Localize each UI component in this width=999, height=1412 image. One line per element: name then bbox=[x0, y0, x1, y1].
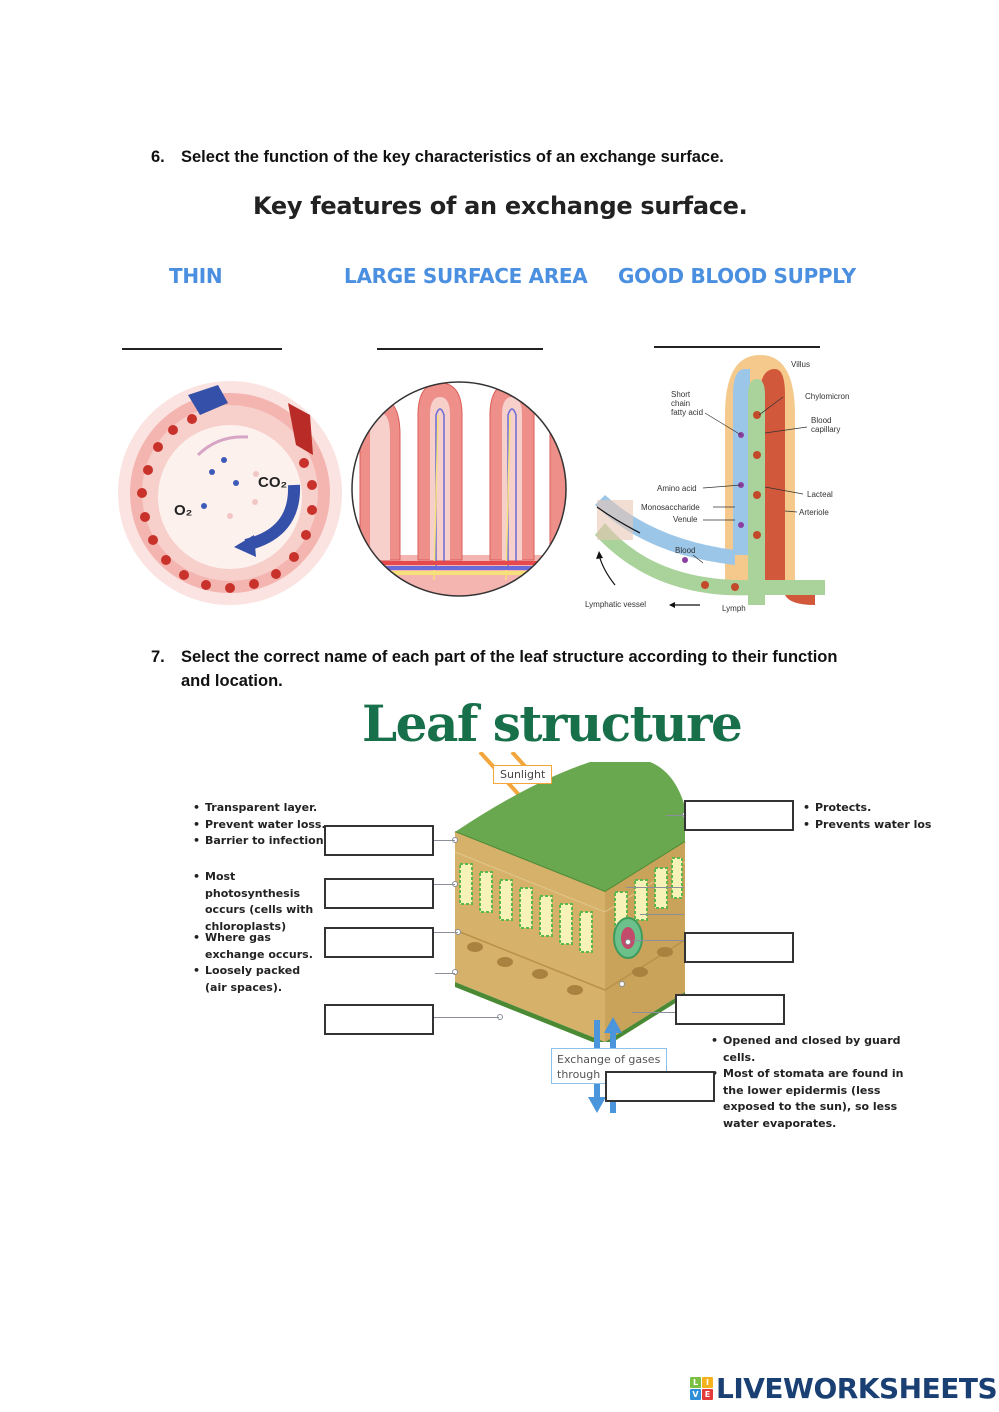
answer-box-spongy[interactable] bbox=[324, 927, 434, 958]
gas-exchange-label-line-1: Exchange of gases bbox=[557, 1053, 661, 1066]
notes-cuticle: Protects. Prevents water los bbox=[803, 800, 933, 833]
note-item: Protects. bbox=[803, 800, 933, 817]
co2-label: CO₂ bbox=[258, 474, 287, 491]
villus-label: Villus bbox=[791, 360, 810, 369]
gas-exchange-label-line-2: through bbox=[557, 1068, 601, 1081]
note-item: Prevents water los bbox=[803, 817, 933, 834]
arteriole-label: Arteriole bbox=[799, 508, 829, 517]
feature-thin: THIN bbox=[169, 264, 223, 288]
connector-phloem bbox=[640, 914, 684, 915]
note-item: Prevent water loss. bbox=[193, 817, 333, 834]
amino-acid-label: Amino acid bbox=[657, 484, 697, 493]
venule-label: Venule bbox=[673, 515, 698, 524]
sunlight-label: Sunlight bbox=[493, 765, 553, 784]
question-7-text: Select the correct name of each part of … bbox=[181, 648, 838, 690]
note-item: Barrier to infection. bbox=[193, 833, 333, 850]
logo-text: LIVEWORKSHEETS bbox=[716, 1372, 998, 1405]
connector-cuticle bbox=[666, 815, 684, 816]
note-item: Most photosynthesis occurs (cells with c… bbox=[193, 869, 327, 935]
connector-palisade bbox=[433, 884, 455, 885]
logo-tiles-icon: L I V E bbox=[690, 1377, 713, 1400]
blood-capillary-label-1: Blood bbox=[811, 416, 831, 425]
exchange-surface-title: Key features of an exchange surface. bbox=[253, 192, 748, 220]
note-item: Transparent layer. bbox=[193, 800, 333, 817]
answer-blank-good-blood-supply[interactable] bbox=[654, 346, 820, 348]
answer-box-guard-cell[interactable] bbox=[675, 994, 785, 1025]
lymph-label: Lymph bbox=[722, 604, 746, 613]
connector-bottom-layer bbox=[433, 1017, 499, 1018]
lacteal-label: Lacteal bbox=[807, 490, 833, 499]
answer-box-vascular-bundle[interactable] bbox=[684, 932, 794, 963]
lymphatic-vessel-label: Lymphatic vessel bbox=[585, 600, 646, 609]
alveolus-illustration: CO₂ O₂ bbox=[118, 381, 342, 605]
short-chain-label-1: Short bbox=[671, 390, 691, 399]
connector-vascular-bundle bbox=[633, 940, 685, 941]
connector-guard-cell bbox=[632, 1012, 676, 1013]
notes-spongy: Where gas exchange occurs. Loosely packe… bbox=[193, 930, 325, 996]
connector-lower-epidermis bbox=[435, 973, 455, 974]
short-chain-label-3: fatty acid bbox=[671, 408, 703, 417]
microvilli-illustration bbox=[351, 381, 567, 597]
leaf-structure-title: Leaf structure bbox=[362, 694, 743, 753]
answer-blank-large-surface-area[interactable] bbox=[377, 348, 543, 350]
connector-spongy bbox=[433, 932, 458, 933]
blood-label: Blood bbox=[675, 546, 695, 555]
note-item: Loosely packed (air spaces). bbox=[193, 963, 325, 996]
answer-box-cuticle[interactable] bbox=[684, 800, 794, 831]
short-chain-label-2: chain bbox=[671, 399, 690, 408]
note-item: Where gas exchange occurs. bbox=[193, 930, 325, 963]
notes-palisade: Most photosynthesis occurs (cells with c… bbox=[193, 869, 327, 935]
logo-tile: I bbox=[702, 1377, 713, 1388]
logo-tile: V bbox=[690, 1389, 701, 1400]
logo-tile: L bbox=[690, 1377, 701, 1388]
answer-box-upper-epidermis[interactable] bbox=[324, 825, 434, 856]
monosaccharide-label: Monosaccharide bbox=[641, 503, 700, 512]
logo-tile: E bbox=[702, 1389, 713, 1400]
notes-stomata: Opened and closed by guard cells. Most o… bbox=[711, 1033, 926, 1132]
notes-upper-epidermis: Transparent layer. Prevent water loss. B… bbox=[193, 800, 333, 850]
answer-box-stomata[interactable] bbox=[605, 1071, 715, 1102]
answer-blank-thin[interactable] bbox=[122, 348, 282, 350]
liveworksheets-logo[interactable]: L I V E LIVEWORKSHEETS bbox=[690, 1372, 998, 1405]
chylomicron-label: Chylomicron bbox=[805, 392, 849, 401]
o2-label: O₂ bbox=[174, 502, 192, 519]
question-7-number: 7. bbox=[151, 648, 165, 666]
note-item: Opened and closed by guard cells. bbox=[711, 1033, 926, 1066]
connector-upper-epidermis bbox=[433, 840, 455, 841]
note-item: Most of stomata are found in the lower e… bbox=[711, 1066, 926, 1132]
question-6-text: Select the function of the key character… bbox=[181, 148, 724, 166]
connector-xylem bbox=[626, 887, 684, 888]
feature-large-surface-area: LARGE SURFACE AREA bbox=[344, 264, 588, 288]
feature-good-blood-supply: GOOD BLOOD SUPPLY bbox=[618, 264, 856, 288]
question-6-number: 6. bbox=[151, 148, 165, 166]
villus-diagram: Villus Short chain fatty acid Chylomicro… bbox=[585, 355, 849, 613]
answer-box-lower-epidermis[interactable] bbox=[324, 1004, 434, 1035]
blood-capillary-label-2: capillary bbox=[811, 425, 840, 434]
leaf-cross-section bbox=[452, 752, 688, 1042]
answer-box-palisade[interactable] bbox=[324, 878, 434, 909]
